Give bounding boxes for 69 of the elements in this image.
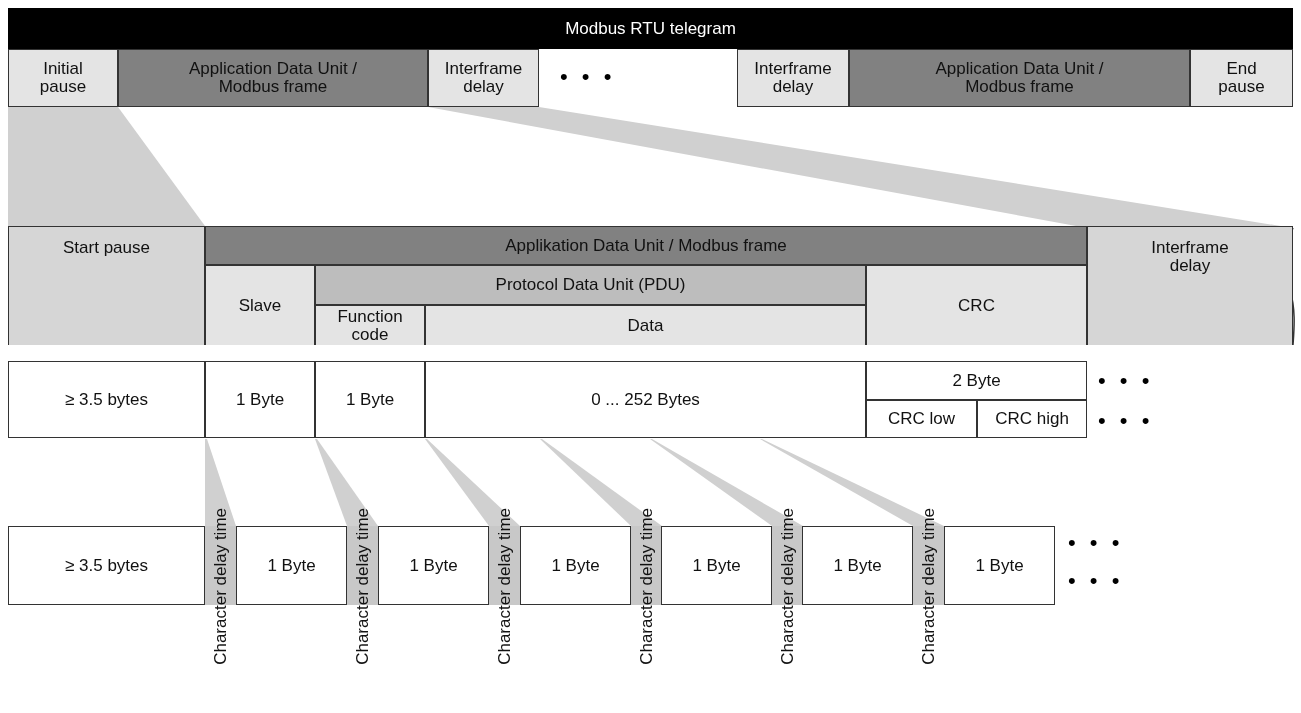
field-box bbox=[425, 305, 866, 345]
box-label: 1 Byte bbox=[833, 556, 882, 575]
box-label: End pause bbox=[1217, 60, 1266, 96]
ellipsis-dots: • • • bbox=[1068, 568, 1124, 594]
field-box bbox=[315, 305, 425, 345]
box-label: ≥ 3.5 bytes bbox=[64, 556, 148, 575]
byte-box bbox=[8, 526, 205, 605]
box-label: CRC high bbox=[995, 410, 1069, 428]
ellipsis-dots: • • • bbox=[1098, 408, 1154, 434]
box-label: Interframe delay bbox=[753, 60, 833, 96]
byte-box bbox=[802, 526, 913, 605]
title-bar bbox=[8, 8, 1293, 49]
byte-box bbox=[977, 400, 1087, 438]
box-label: Application Data Unit / Modbus frame bbox=[934, 60, 1105, 96]
field-box bbox=[866, 265, 1087, 345]
delay-box bbox=[737, 49, 849, 107]
frame-box bbox=[118, 49, 428, 107]
pause-box bbox=[1190, 49, 1293, 107]
delay-box bbox=[1087, 226, 1293, 345]
box-label: Data bbox=[627, 316, 664, 335]
box-label: Interframe delay bbox=[1150, 239, 1230, 275]
delay-label: Character delay time bbox=[495, 508, 514, 665]
box-label: Applikation Data Unit / Modbus frame bbox=[505, 236, 787, 255]
pause-box bbox=[8, 226, 205, 345]
pdu-header-bar bbox=[315, 265, 866, 305]
byte-box bbox=[944, 526, 1055, 605]
field-box bbox=[205, 265, 315, 345]
pause-box bbox=[8, 49, 118, 107]
box-label: CRC low bbox=[887, 410, 956, 428]
title-text: Modbus RTU telegram bbox=[565, 19, 736, 38]
delay-label: Character delay time bbox=[778, 508, 797, 665]
byte-box bbox=[315, 361, 425, 438]
byte-box bbox=[236, 526, 347, 605]
box-label: 0 ... 252 Bytes bbox=[591, 390, 700, 409]
box-label: 1 Byte bbox=[235, 390, 285, 409]
delay-label: Character delay time bbox=[211, 508, 230, 665]
box-label: Function code bbox=[336, 307, 404, 344]
box-label: 1 Byte bbox=[345, 390, 395, 409]
byte-box bbox=[205, 361, 315, 438]
byte-box bbox=[8, 361, 205, 438]
box-label: 1 Byte bbox=[409, 556, 458, 575]
frame-header-bar bbox=[205, 226, 1087, 265]
ellipsis-dots: • • • bbox=[1098, 368, 1154, 394]
delay-label: Character delay time bbox=[637, 508, 656, 665]
byte-box bbox=[866, 400, 977, 438]
delay-box bbox=[428, 49, 539, 107]
byte-box bbox=[378, 526, 489, 605]
box-label: 1 Byte bbox=[551, 556, 600, 575]
delay-label: Character delay time bbox=[353, 508, 372, 665]
byte-box bbox=[425, 361, 866, 438]
box-label: Protocol Data Unit (PDU) bbox=[495, 276, 686, 294]
delay-label: Character delay time bbox=[919, 508, 938, 665]
byte-box bbox=[866, 361, 1087, 400]
box-label: 1 Byte bbox=[267, 556, 316, 575]
box-label: ≥ 3.5 bytes bbox=[64, 390, 148, 409]
ellipsis-dots: • • • bbox=[560, 64, 616, 90]
ellipsis-dots: • • • bbox=[1068, 530, 1124, 556]
byte-box bbox=[661, 526, 772, 605]
frame-box bbox=[849, 49, 1190, 107]
box-label: Application Data Unit / Modbus frame bbox=[187, 60, 359, 96]
box-label: CRC bbox=[958, 296, 995, 315]
box-label: 1 Byte bbox=[692, 556, 741, 575]
box-label: 2 Byte bbox=[952, 371, 1001, 390]
box-label: Start pause bbox=[63, 239, 150, 257]
box-label: 1 Byte bbox=[975, 556, 1024, 575]
box-label: Slave bbox=[238, 296, 282, 315]
box-label: Interframe delay bbox=[443, 60, 524, 96]
byte-box bbox=[520, 526, 631, 605]
box-label: Initial pause bbox=[38, 60, 88, 96]
